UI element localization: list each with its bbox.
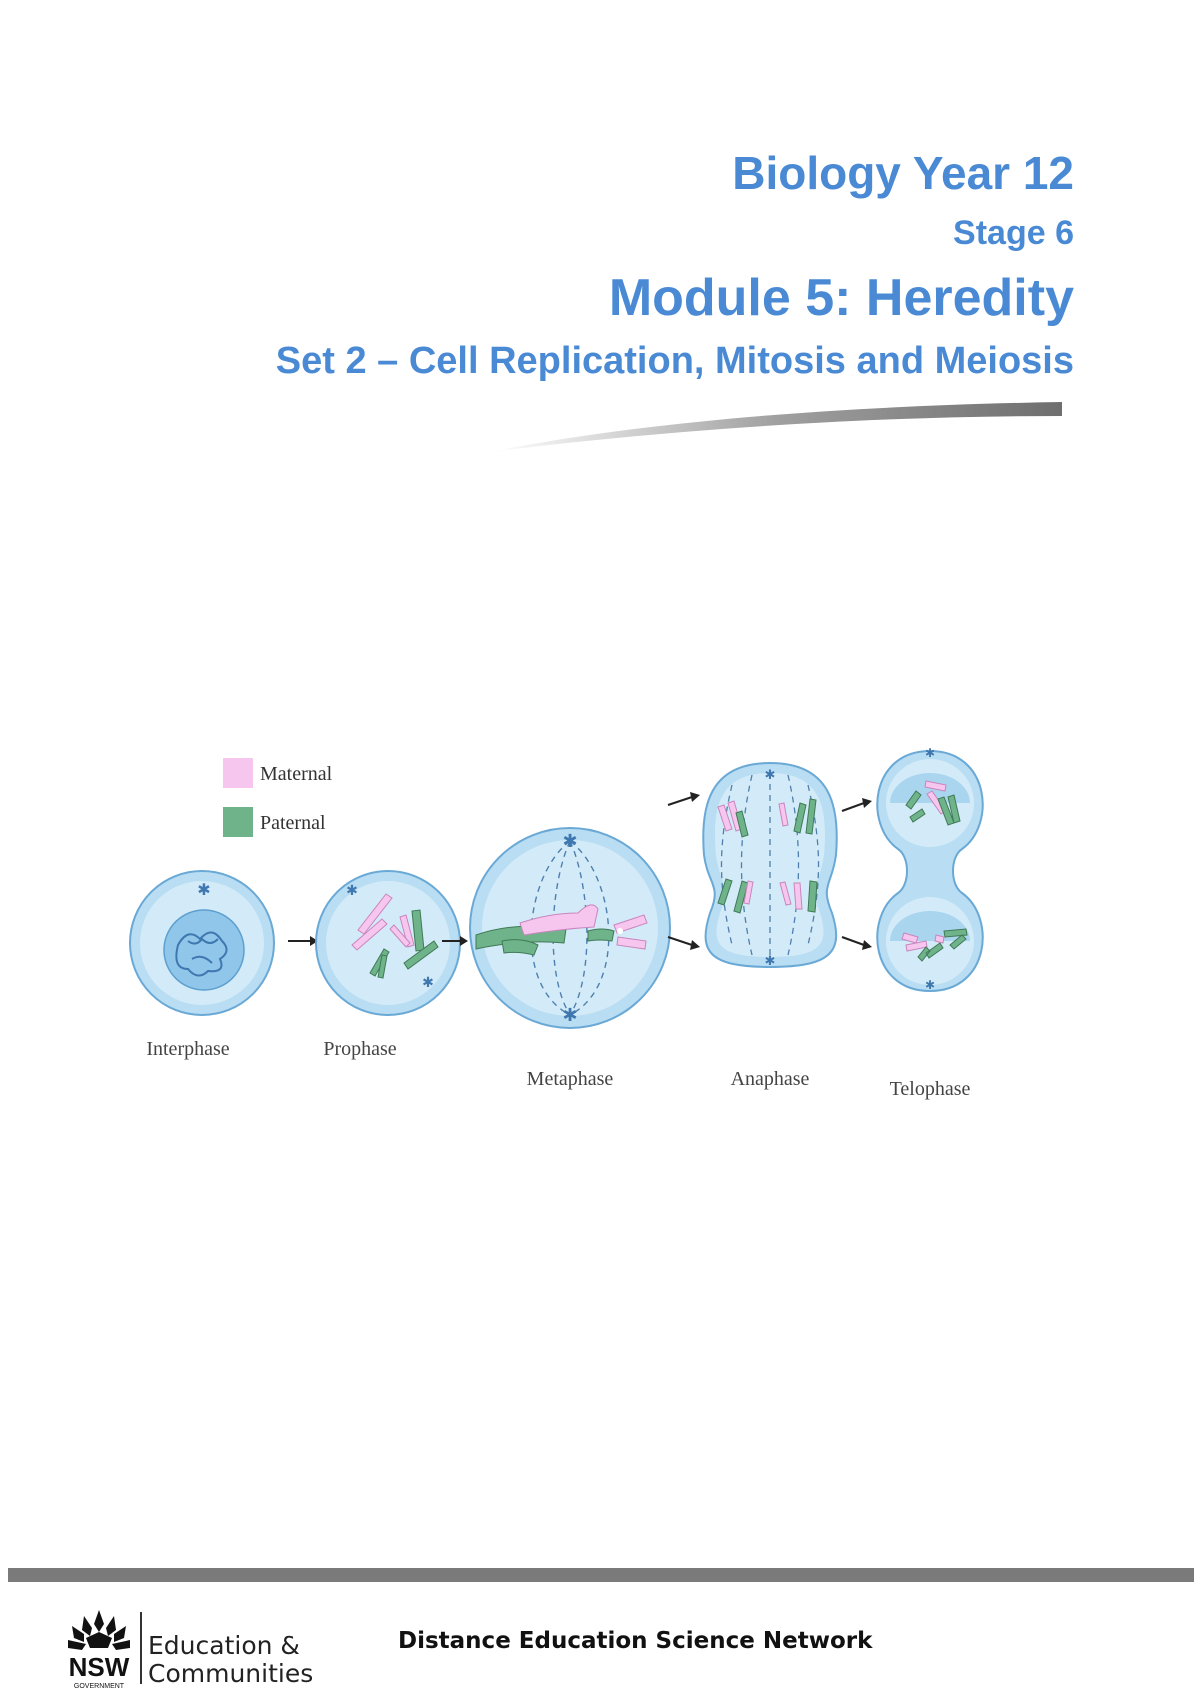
logo-government-text: GOVERNMENT [74, 1683, 125, 1690]
stage-label: Stage 6 [953, 214, 1074, 252]
footer-divider-bar [8, 1568, 1194, 1582]
anaphase-cell: ✱ ✱ [702, 761, 838, 969]
svg-text:✱: ✱ [562, 1005, 577, 1025]
svg-text:✱: ✱ [925, 746, 935, 760]
stage-label-prophase: Prophase [323, 1038, 396, 1060]
nsw-government-logo: NSW GOVERNMENT [68, 1610, 130, 1690]
svg-text:✱: ✱ [346, 882, 358, 898]
module-title: Module 5: Heredity [608, 269, 1074, 327]
svg-text:✱: ✱ [925, 978, 935, 992]
svg-text:✱: ✱ [562, 831, 577, 851]
org-name-line2: Communities [148, 1659, 314, 1688]
network-name: Distance Education Science Network [398, 1628, 873, 1654]
legend-swatch-paternal [223, 807, 253, 837]
mitosis-diagram: Maternal Paternal ✱ ✱ ✱ ✱ ✱ [129, 746, 984, 1100]
org-name-line1: Education & [148, 1631, 300, 1660]
svg-text:✱: ✱ [422, 974, 434, 990]
svg-text:✱: ✱ [197, 882, 210, 899]
stage-label-telophase: Telophase [890, 1078, 971, 1100]
legend-swatch-maternal [223, 758, 253, 788]
telophase-cell: ✱ ✱ [876, 746, 984, 993]
set-title: Set 2 – Cell Replication, Mitosis and Me… [275, 340, 1074, 382]
logo-nsw-text: NSW [69, 1652, 130, 1682]
legend-label-maternal: Maternal [260, 763, 333, 785]
stage-label-metaphase: Metaphase [527, 1068, 614, 1090]
logo-divider [140, 1612, 142, 1684]
interphase-cell: ✱ [129, 870, 275, 1016]
title-swoosh-decoration [490, 402, 1062, 452]
stage-label-anaphase: Anaphase [731, 1068, 810, 1090]
svg-text:✱: ✱ [765, 767, 776, 782]
svg-text:✱: ✱ [765, 953, 776, 968]
legend-label-paternal: Paternal [260, 812, 326, 834]
course-title: Biology Year 12 [732, 147, 1074, 199]
org-name: Education & Communities [148, 1632, 313, 1688]
metaphase-cell: ✱ ✱ [469, 827, 671, 1029]
prophase-cell: ✱ ✱ [315, 870, 461, 1016]
stage-label-interphase: Interphase [146, 1038, 229, 1060]
